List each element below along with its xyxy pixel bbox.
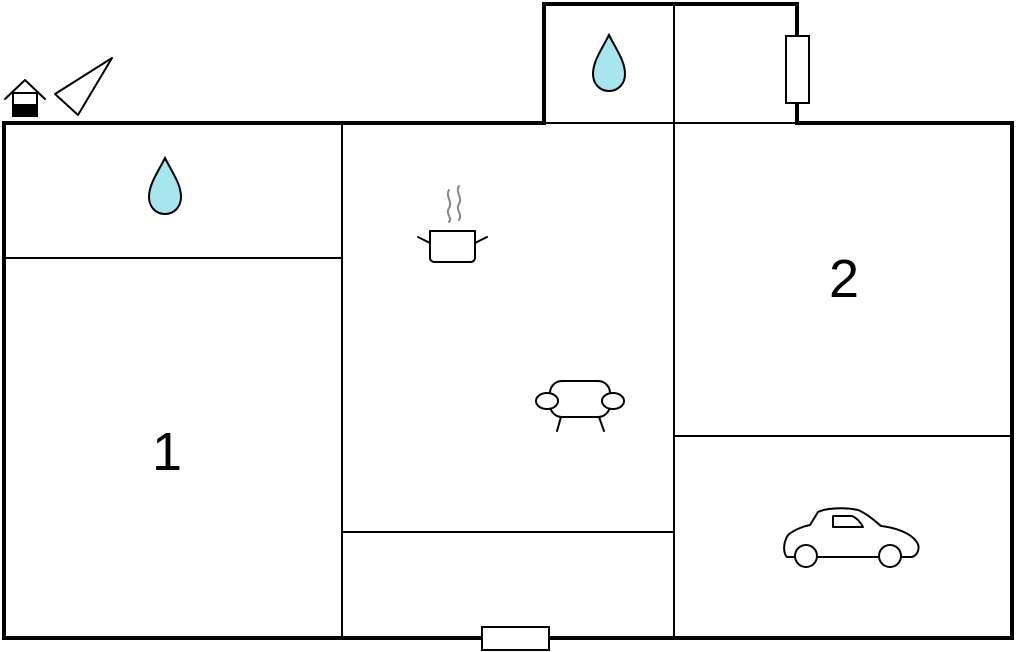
car-icon [783, 507, 920, 568]
door-icon [481, 626, 550, 651]
house-icon [4, 79, 46, 117]
water-drop-icon [591, 32, 627, 93]
cooking-pot-icon [417, 185, 488, 263]
outer-walls [2, 2, 1014, 640]
interior-walls [4, 4, 1012, 638]
sofa-icon [535, 380, 625, 432]
compass-icon [54, 57, 113, 116]
room-label-2: 2 [829, 249, 859, 309]
room-label-1: 1 [152, 422, 182, 482]
water-drop-icon [147, 155, 183, 216]
door-icon [785, 35, 810, 104]
